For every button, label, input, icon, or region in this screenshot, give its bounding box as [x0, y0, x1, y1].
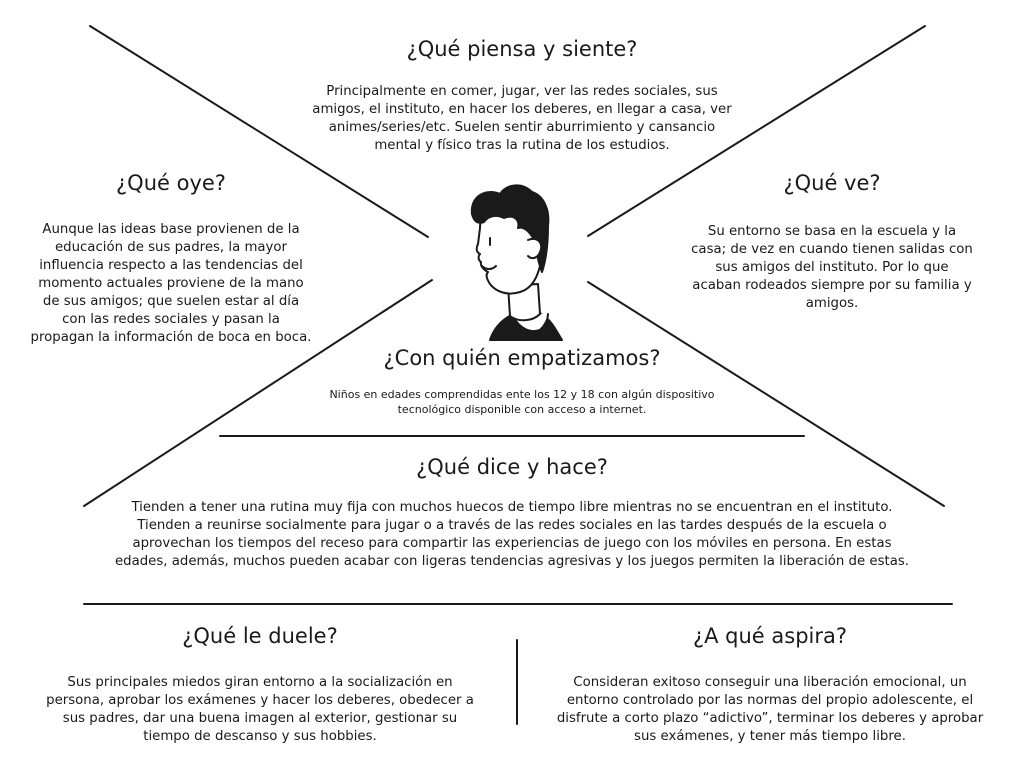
think-feel-title: ¿Qué piensa y siente?	[406, 37, 638, 61]
hear-section: ¿Qué oye? Aunque las ideas base proviene…	[30, 171, 312, 347]
see-section: ¿Qué ve? Su entorno se basa en la escuel…	[690, 171, 974, 313]
who-title: ¿Con quién empatizamos?	[383, 346, 661, 370]
hear-text: Aunque las ideas base provienen de la ed…	[30, 222, 312, 346]
diagonal-top-right	[587, 25, 926, 237]
pain-text: Sus principales miedos giran entorno a l…	[46, 675, 474, 745]
diagonal-top-left	[89, 25, 429, 238]
think-feel-section: ¿Qué piensa y siente? Principalmente en …	[312, 37, 732, 155]
person-face-icon	[470, 184, 563, 341]
who-section: ¿Con quién empatizamos? Niños en edades …	[312, 346, 732, 417]
gain-section: ¿A qué aspira? Consideran exitoso conseg…	[548, 624, 992, 746]
say-do-title: ¿Qué dice y hace?	[416, 455, 608, 479]
gain-title: ¿A qué aspira?	[692, 624, 848, 648]
gain-text: Consideran exitoso conseguir una liberac…	[556, 675, 984, 745]
who-text: Niños en edades comprendidas ente los 12…	[329, 388, 715, 417]
hear-title: ¿Qué oye?	[116, 171, 226, 195]
think-feel-text: Principalmente en comer, jugar, ver las …	[312, 84, 732, 154]
say-do-text: Tienden a tener una rutina muy fija con …	[114, 500, 910, 570]
see-text: Su entorno se basa en la escuela y la ca…	[691, 224, 973, 312]
pain-section: ¿Qué le duele? Sus principales miedos gi…	[40, 624, 480, 746]
see-title: ¿Qué ve?	[783, 171, 881, 195]
diagonal-bottom-left	[83, 279, 433, 507]
diagonal-bottom-right	[587, 281, 945, 507]
pain-title: ¿Qué le duele?	[182, 624, 338, 648]
say-do-section: ¿Qué dice y hace? Tienden a tener una ru…	[112, 455, 912, 571]
